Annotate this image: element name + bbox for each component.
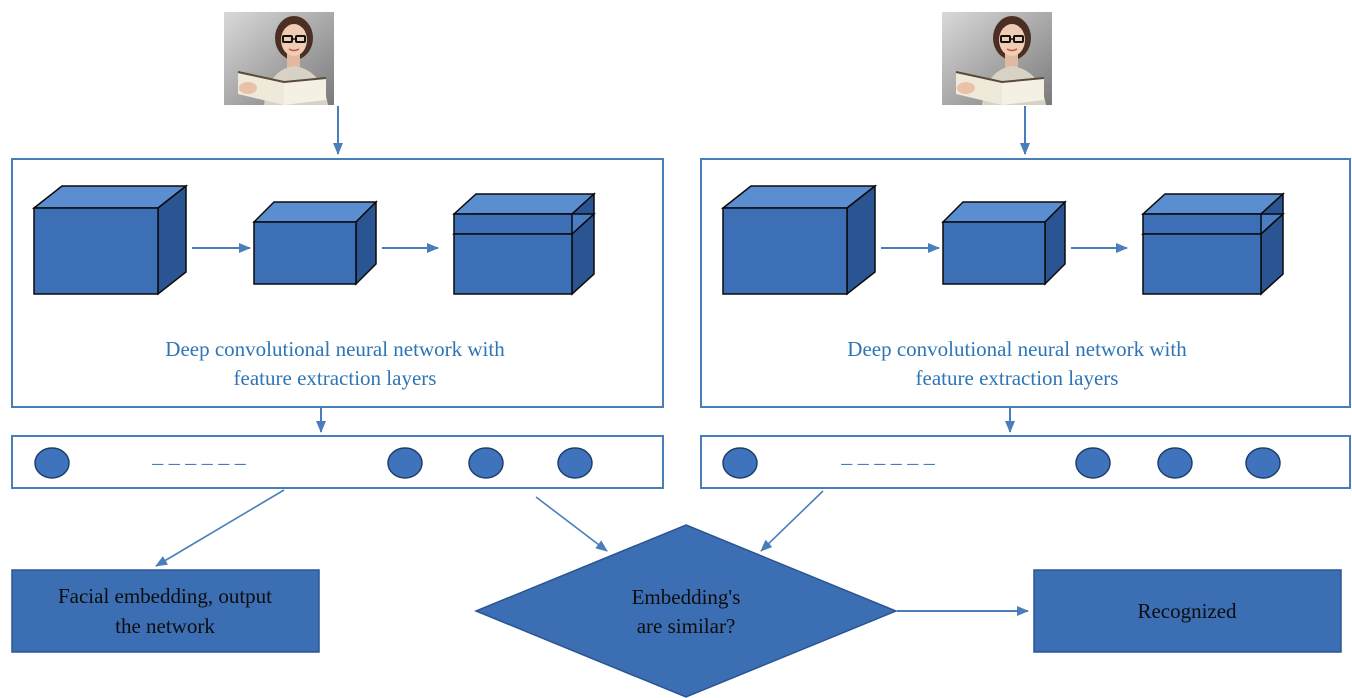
left-node-4	[557, 447, 593, 479]
left-input-image	[223, 11, 335, 106]
left-embedding-layer	[11, 435, 664, 489]
right-node-1	[722, 447, 758, 479]
left-cnn-caption-line1: Deep convolutional neural network with	[165, 337, 505, 361]
right-input-image	[941, 11, 1053, 106]
decision-diamond: Embedding's are similar?	[474, 524, 898, 698]
right-node-3	[1157, 447, 1193, 479]
left-node-1	[34, 447, 70, 479]
left-cnn-layers	[34, 186, 594, 294]
decision-line2: are similar?	[637, 614, 736, 638]
output-box-line1: Facial embedding, output	[58, 584, 272, 608]
result-box: Recognized	[1033, 569, 1342, 653]
right-embedding-layer	[700, 435, 1351, 489]
right-network: Deep convolutional neural network with f…	[700, 11, 1351, 489]
left-to-output-arrow	[155, 489, 285, 567]
output-box: Facial embedding, output the network	[11, 569, 320, 653]
right-cnn-caption-line2: feature extraction layers	[916, 366, 1119, 390]
right-cnn-layers	[723, 186, 1283, 294]
right-to-decision-arrow	[760, 490, 824, 552]
left-network: Deep convolutional neural network with f…	[11, 11, 664, 489]
decision-line1: Embedding's	[632, 585, 741, 609]
left-to-decision-arrow	[535, 496, 608, 552]
right-node-4	[1245, 447, 1281, 479]
left-node-2	[387, 447, 423, 479]
right-node-2	[1075, 447, 1111, 479]
right-separator: _ _ _ _ _ _	[840, 442, 936, 467]
left-separator: _ _ _ _ _ _	[151, 442, 247, 467]
output-box-line2: the network	[115, 614, 215, 638]
right-cnn-caption-line1: Deep convolutional neural network with	[847, 337, 1187, 361]
left-cnn-caption-line2: feature extraction layers	[234, 366, 437, 390]
left-node-3	[468, 447, 504, 479]
result-label: Recognized	[1137, 599, 1237, 623]
